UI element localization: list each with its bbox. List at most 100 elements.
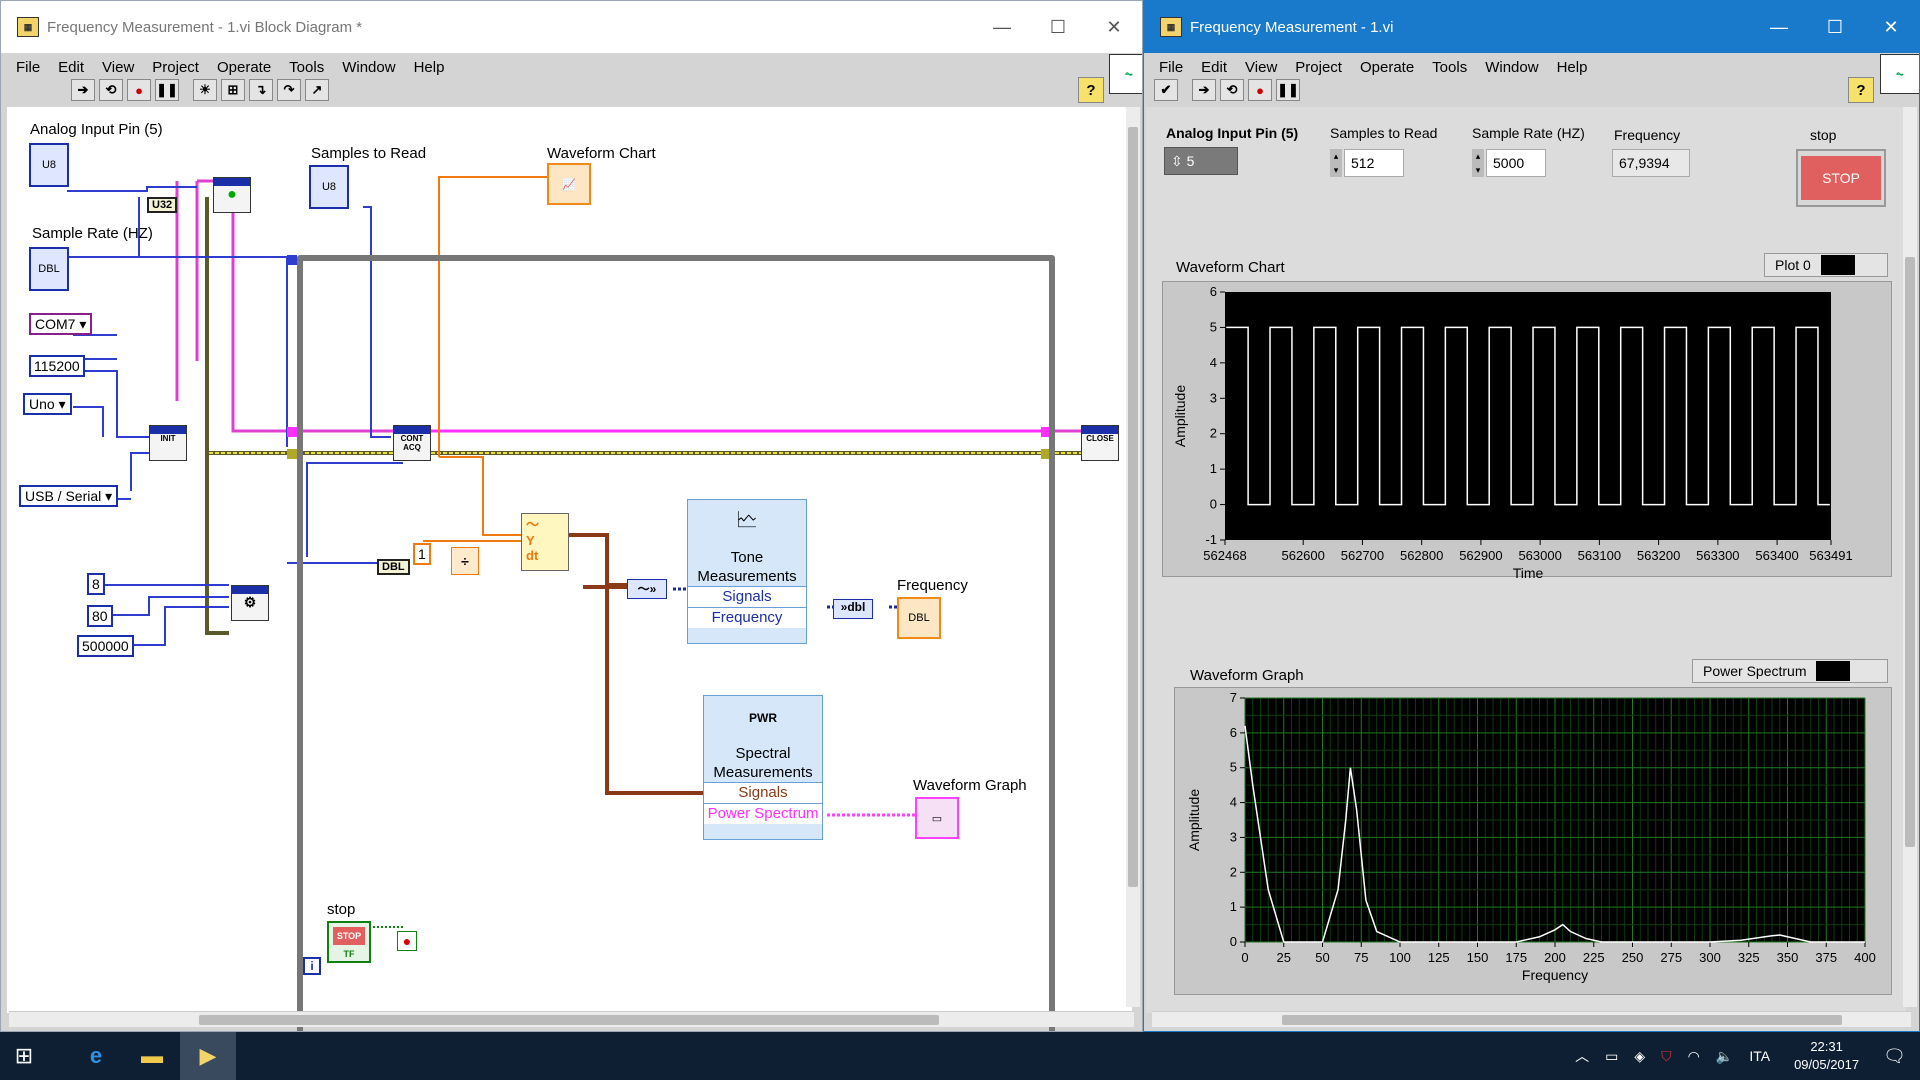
spectral-signals-terminal[interactable]: Signals <box>704 782 822 803</box>
menu-project[interactable]: Project <box>1295 59 1342 76</box>
file-explorer-icon[interactable]: ▬ <box>141 1043 163 1068</box>
highlight-execution-icon[interactable]: ☀ <box>193 79 217 101</box>
arduino-close-node[interactable]: CLOSE <box>1081 425 1119 461</box>
arduino-setpin-node[interactable]: ● <box>213 177 251 213</box>
divide-node[interactable]: ÷ <box>451 547 479 575</box>
analog-input-pin-control[interactable]: ⇳ 5 <box>1164 147 1238 175</box>
front-panel-titlebar[interactable]: ▦ Frequency Measurement - 1.vi — ☐ ✕ <box>1144 1 1919 53</box>
arduino-config-node[interactable]: ⚙ <box>231 585 269 621</box>
vi-connector-icon[interactable]: ⏦ <box>1109 54 1142 94</box>
graph-plot-legend[interactable]: Power Spectrum <box>1692 659 1888 683</box>
abort-icon[interactable]: ● <box>127 79 151 101</box>
tone-measurements-express-vi[interactable]: 🗠 Tone Measurements Signals Frequency <box>687 499 807 644</box>
maximize-icon[interactable]: ☐ <box>1826 16 1844 37</box>
context-help-icon[interactable]: ? <box>1848 77 1874 103</box>
menu-edit[interactable]: Edit <box>58 59 85 76</box>
tone-frequency-terminal[interactable]: Frequency <box>688 607 806 628</box>
baud-rate-constant[interactable]: 115200 <box>29 355 85 377</box>
abort-icon[interactable]: ● <box>1248 79 1272 101</box>
rate-stepper-icon[interactable]: ▴▾ <box>1472 149 1484 177</box>
menu-help[interactable]: Help <box>1556 59 1588 76</box>
waveform-graph-terminal[interactable]: ▭ <box>915 797 959 839</box>
board-type-constant[interactable]: Uno ▾ <box>23 393 72 415</box>
stop-button-terminal[interactable]: STOP TF <box>327 921 371 963</box>
maximize-icon[interactable]: ☐ <box>1049 16 1067 37</box>
vscroll-thumb[interactable] <box>1128 127 1138 887</box>
u32-conversion-node[interactable]: U32 <box>147 197 178 213</box>
dynamic-to-dbl-node[interactable]: »dbl <box>833 599 873 619</box>
hscroll-thumb[interactable] <box>199 1015 939 1025</box>
block-diagram-hscrollbar[interactable] <box>9 1011 1134 1027</box>
antivirus-shield-icon[interactable]: ⛉ <box>1661 1047 1672 1064</box>
vi-connector-icon[interactable]: ⏦ <box>1880 54 1919 94</box>
sample-rate-control[interactable]: 5000 <box>1486 149 1546 177</box>
tone-signals-terminal[interactable]: Signals <box>688 586 806 607</box>
menu-file[interactable]: File <box>16 59 41 76</box>
edge-browser-icon[interactable]: e <box>89 1043 103 1068</box>
start-windows-icon[interactable]: ⊞ <box>14 1043 34 1068</box>
run-arrow-icon[interactable]: ➔ <box>71 79 95 101</box>
pause-icon[interactable]: ❚❚ <box>1276 79 1300 101</box>
spectral-power-spectrum-terminal[interactable]: Power Spectrum <box>704 803 822 824</box>
volume-icon[interactable]: 🔈 <box>1715 1047 1734 1064</box>
dbl-conversion-node[interactable]: DBL <box>377 559 410 575</box>
menu-edit[interactable]: Edit <box>1201 59 1228 76</box>
checkmark-icon[interactable]: ✔ <box>1154 79 1178 101</box>
front-panel-canvas[interactable]: Analog Input Pin (5) ⇳ 5 Samples to Read… <box>1146 107 1906 1013</box>
while-loop-structure[interactable] <box>297 255 1055 1031</box>
wifi-icon[interactable]: ◠ <box>1687 1047 1700 1064</box>
menu-project[interactable]: Project <box>152 59 199 76</box>
spectral-measurements-express-vi[interactable]: PWR Spectral Measurements Signals Power … <box>703 695 823 840</box>
run-continuously-icon[interactable]: ⟲ <box>99 79 123 101</box>
hscroll-thumb[interactable] <box>1282 1015 1842 1025</box>
step-into-icon[interactable]: ↴ <box>249 79 273 101</box>
constant-80[interactable]: 80 <box>87 605 113 627</box>
run-arrow-icon[interactable]: ➔ <box>1192 79 1216 101</box>
battery-icon[interactable]: ▭ <box>1605 1047 1619 1064</box>
block-diagram-vscrollbar[interactable] <box>1126 107 1140 1007</box>
labview-taskbar-icon[interactable]: ▶ <box>180 1032 236 1080</box>
block-diagram-canvas[interactable]: Analog Input Pin (5) U8 Sample Rate (HZ)… <box>7 107 1132 1031</box>
minimize-icon[interactable]: — <box>993 16 1011 37</box>
vscroll-thumb[interactable] <box>1905 257 1915 847</box>
block-diagram-titlebar[interactable]: ▦ Frequency Measurement - 1.vi Block Dia… <box>1 1 1142 53</box>
arduino-init-node[interactable]: INIT <box>149 425 187 461</box>
front-panel-vscrollbar[interactable] <box>1903 107 1917 1007</box>
menu-window[interactable]: Window <box>1485 59 1539 76</box>
stop-button[interactable]: STOP <box>1796 149 1886 207</box>
clock[interactable]: 22:31 09/05/2017 <box>1794 1039 1860 1072</box>
sample-rate-terminal[interactable]: DBL <box>29 247 69 291</box>
samples-to-read-terminal[interactable]: U8 <box>309 165 349 209</box>
dropbox-icon[interactable]: ◈ <box>1634 1047 1646 1064</box>
analog-input-pin-terminal[interactable]: U8 <box>29 143 69 187</box>
front-panel-hscrollbar[interactable] <box>1152 1011 1911 1027</box>
waveform-chart-terminal[interactable]: 📈 <box>547 163 591 205</box>
menu-view[interactable]: View <box>1245 59 1278 76</box>
context-help-icon[interactable]: ? <box>1078 77 1104 103</box>
loop-condition-terminal[interactable]: ● <box>397 931 417 951</box>
frequency-terminal[interactable]: DBL <box>897 597 941 639</box>
run-continuously-icon[interactable]: ⟲ <box>1220 79 1244 101</box>
arduino-cont-acq-node[interactable]: CONT ACQ <box>393 425 431 461</box>
retain-wire-values-icon[interactable]: ⊞ <box>221 79 245 101</box>
com-port-constant[interactable]: COM7 ▾ <box>29 313 93 335</box>
pause-icon[interactable]: ❚❚ <box>155 79 179 101</box>
language-indicator[interactable]: ITA <box>1749 1048 1771 1064</box>
menu-operate[interactable]: Operate <box>1359 59 1415 76</box>
constant-one[interactable]: 1 <box>413 543 431 565</box>
close-icon[interactable]: ✕ <box>1883 16 1899 37</box>
step-out-icon[interactable]: ↗ <box>305 79 329 101</box>
menu-operate[interactable]: Operate <box>216 59 272 76</box>
build-waveform-node[interactable]: 〜 Y dt <box>521 513 569 571</box>
menu-tools[interactable]: Tools <box>289 59 325 76</box>
menu-view[interactable]: View <box>102 59 135 76</box>
chart-plot-legend[interactable]: Plot 0 <box>1764 253 1888 277</box>
samples-to-read-control[interactable]: 512 <box>1344 149 1404 177</box>
samples-stepper-icon[interactable]: ▴▾ <box>1330 149 1342 177</box>
notifications-icon[interactable]: 🗨 <box>1883 1045 1906 1066</box>
tray-chevron-icon[interactable]: ︿ <box>1575 1048 1590 1064</box>
constant-8[interactable]: 8 <box>87 573 105 595</box>
waveform-convert-node[interactable]: 〜» <box>627 579 667 599</box>
